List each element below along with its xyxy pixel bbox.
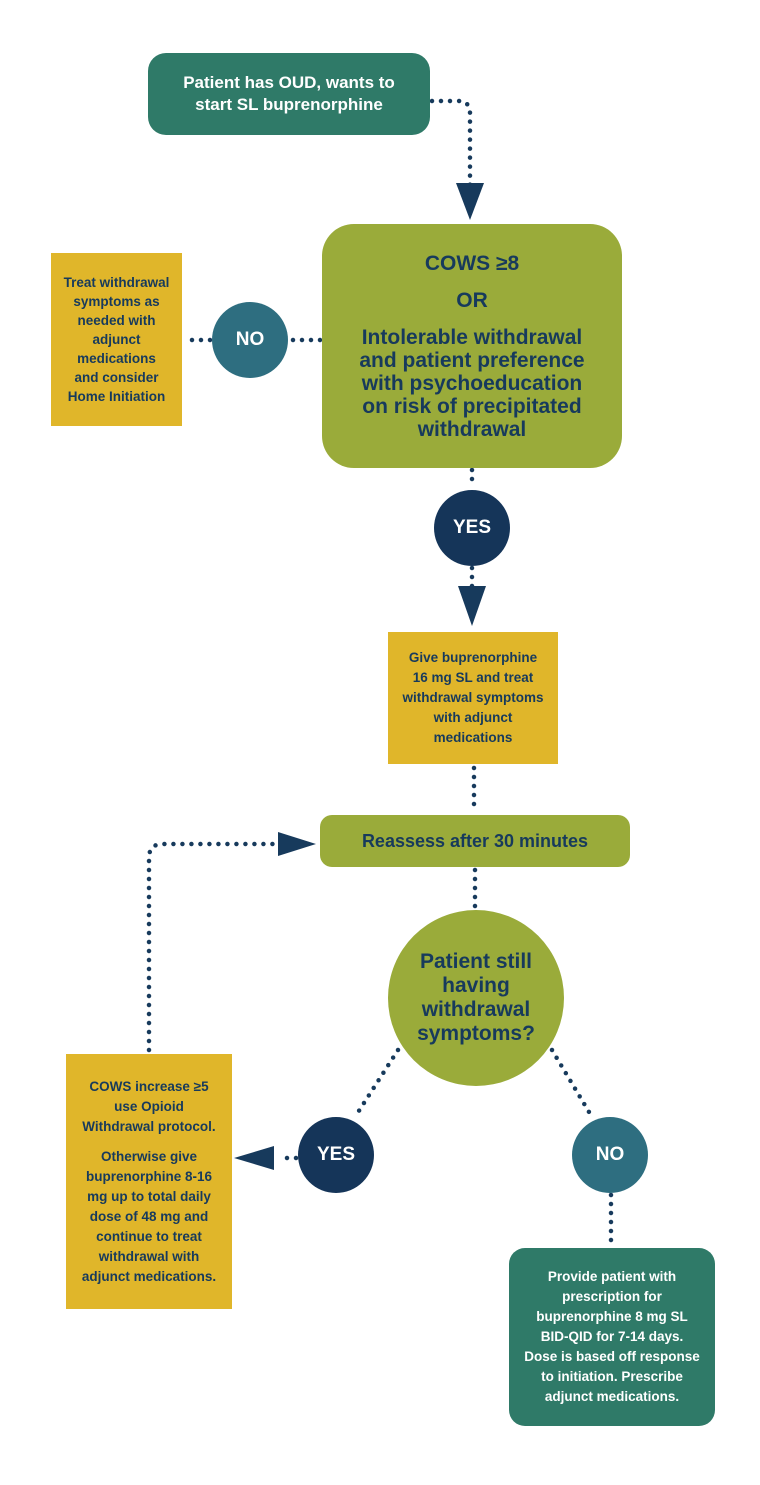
connector-start-to-cows [429,98,473,191]
yes-decision-1: YES [434,490,510,566]
start-node: Patient has OUD, wants to start SL bupre… [148,53,430,135]
treat-withdrawal-node: Treat withdrawal symptoms as needed with… [51,253,182,426]
arrowhead-to-cows [456,183,484,220]
or-text: OR [456,288,488,312]
otherwise-give-text: Otherwise give buprenorphine 8-16 mg up … [81,1148,217,1284]
give-buprenorphine-node: Give buprenorphine 16 mg SL and treat wi… [388,632,558,764]
no-decision-2: NO [572,1117,648,1193]
connector-loop-to-reassess [146,841,281,1053]
yes-decision-2: YES [298,1117,374,1193]
arrowhead-to-increase [234,1146,274,1170]
cows-criteria-node: COWS ≥8 OR Intolerable withdrawal and pa… [322,224,622,468]
still-withdrawal-decision: Patient still having withdrawal symptoms… [388,910,564,1086]
arrowhead-to-give [458,586,486,626]
cows-threshold-text: COWS ≥8 [424,251,520,275]
intolerable-withdrawal-text: Intolerable withdrawal and patient prefe… [359,325,585,441]
cows-increase-node: COWS increase ≥5 use Opioid Withdrawal p… [66,1054,232,1309]
prescription-node: Provide patient with prescription for bu… [509,1248,715,1426]
reassess-node: Reassess after 30 minutes [320,815,630,867]
no-decision-1: NO [212,302,288,378]
connector-still-to-no2 [549,1047,595,1120]
cows-increase-text: COWS increase ≥5 use Opioid Withdrawal p… [82,1078,216,1134]
connector-still-to-yes2 [352,1047,401,1120]
arrowhead-to-reassess [278,832,316,856]
